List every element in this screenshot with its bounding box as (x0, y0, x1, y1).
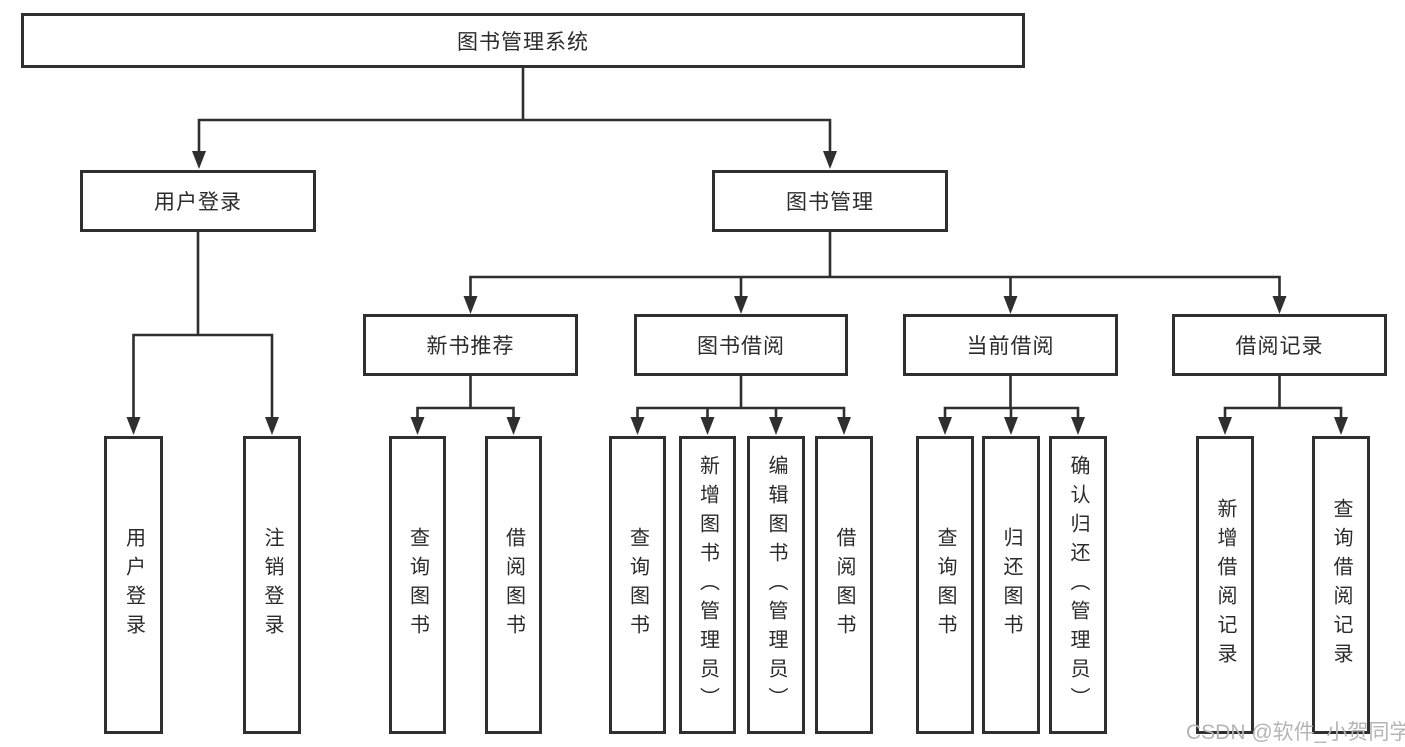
leaf-confirm-return-admin: 确认归还（管理员） (1049, 436, 1107, 734)
leaf-label: 新增借阅记录 (1214, 498, 1236, 672)
leaf-label: 查询图书 (626, 527, 649, 643)
leaf-add-books-admin: 新增图书（管理员） (679, 436, 736, 734)
leaf-label: 确认归还（管理员） (1067, 454, 1089, 716)
leaf-user-login: 用户登录 (104, 436, 163, 734)
leaf-add-borrow-record: 新增借阅记录 (1196, 436, 1254, 734)
leaf-edit-books-admin: 编辑图书（管理员） (747, 436, 805, 734)
leaf-label: 编辑图书（管理员） (765, 454, 787, 716)
leaf-label: 新增图书（管理员） (696, 454, 719, 716)
leaf-borrow-books: 借阅图书 (815, 436, 873, 734)
node-borrow-records: 借阅记录 (1172, 314, 1387, 376)
leaf-logout: 注销登录 (243, 436, 301, 734)
leaf-query-borrow-record: 查询借阅记录 (1312, 436, 1370, 734)
node-user-login: 用户登录 (80, 170, 316, 232)
leaf-query-books-recommend: 查询图书 (389, 436, 446, 734)
node-library-system: 图书管理系统 (21, 13, 1025, 68)
leaf-query-books-current: 查询图书 (916, 436, 974, 734)
csdn-watermark: CSDN @软件_小贺同学 (1186, 721, 1405, 744)
leaf-label: 用户登录 (122, 527, 145, 643)
leaf-label: 查询图书 (934, 527, 956, 643)
leaf-label: 借阅图书 (502, 527, 525, 643)
leaf-label: 借阅图书 (833, 527, 855, 643)
node-book-management: 图书管理 (712, 170, 948, 232)
leaf-label: 查询借阅记录 (1330, 498, 1352, 672)
node-current-borrow: 当前借阅 (903, 314, 1118, 376)
leaf-label: 查询图书 (406, 527, 429, 643)
node-book-borrow: 图书借阅 (634, 314, 848, 376)
node-new-book-recommend: 新书推荐 (363, 314, 578, 376)
leaf-query-books-borrow: 查询图书 (609, 436, 666, 734)
leaf-label: 注销登录 (261, 527, 283, 643)
leaf-label: 归还图书 (1000, 527, 1022, 643)
leaf-return-books: 归还图书 (982, 436, 1040, 734)
leaf-borrow-books-recommend: 借阅图书 (485, 436, 542, 734)
